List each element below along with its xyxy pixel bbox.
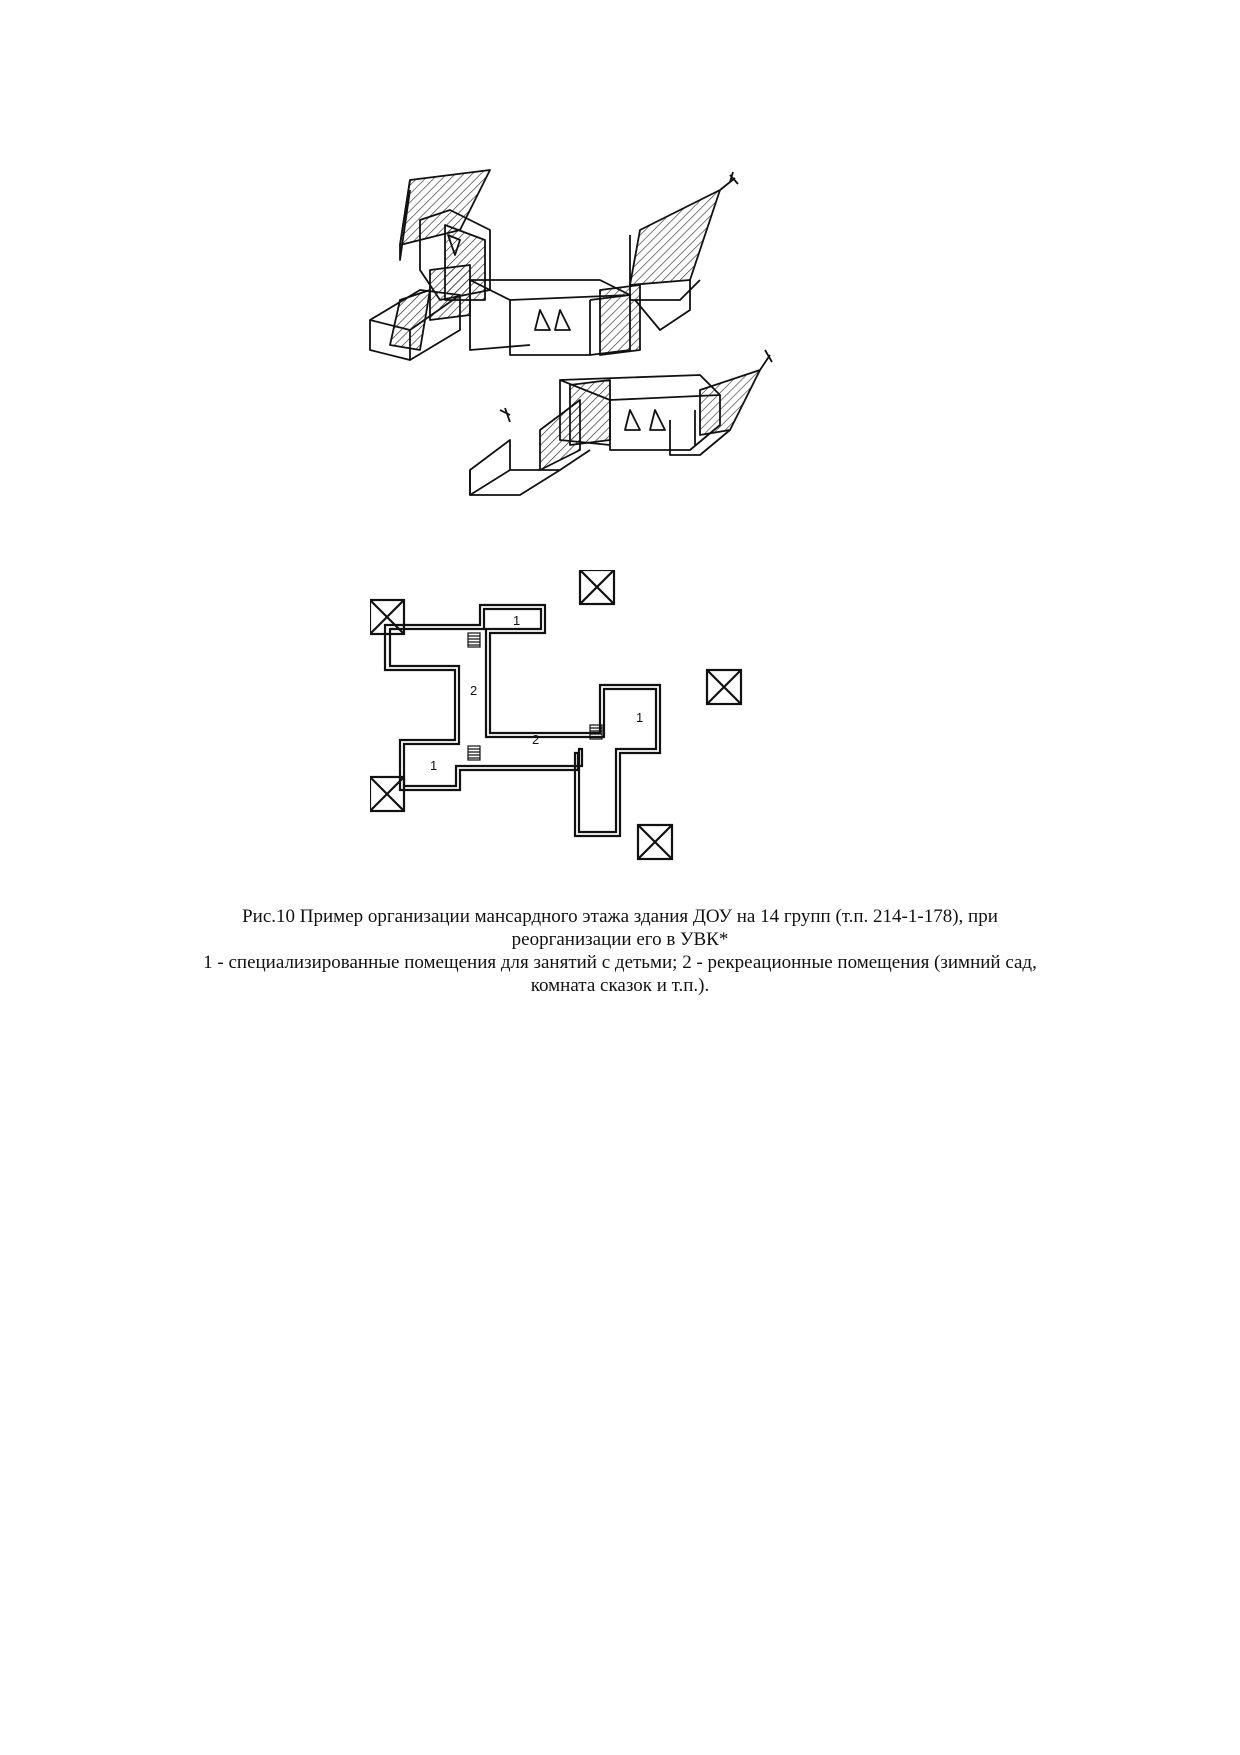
plan-label-room2-center: 2 bbox=[532, 732, 539, 747]
caption-legend: 1 - специализированные помещения для зан… bbox=[203, 952, 1037, 996]
corner-box-right bbox=[705, 668, 743, 706]
figure: 1 2 2 1 1 Рис.10 Пример организации манс… bbox=[203, 169, 1037, 996]
corner-box-top bbox=[578, 570, 616, 606]
caption-title: Рис.10 Пример организации мансардного эт… bbox=[242, 906, 998, 950]
plan-label-room2-left: 2 bbox=[470, 683, 477, 698]
axonometric-sketch bbox=[369, 169, 773, 496]
plan-label-room1-right: 1 bbox=[636, 710, 643, 725]
floor-plan: 1 2 2 1 1 bbox=[370, 570, 743, 861]
plan-label-room1-left: 1 bbox=[430, 758, 437, 773]
plan-label-room1-top: 1 bbox=[513, 613, 520, 628]
corner-box-bottom-left bbox=[370, 775, 406, 813]
figure-caption: Рис.10 Пример организации мансардного эт… bbox=[190, 905, 1050, 997]
corner-box-bottom bbox=[636, 823, 674, 861]
